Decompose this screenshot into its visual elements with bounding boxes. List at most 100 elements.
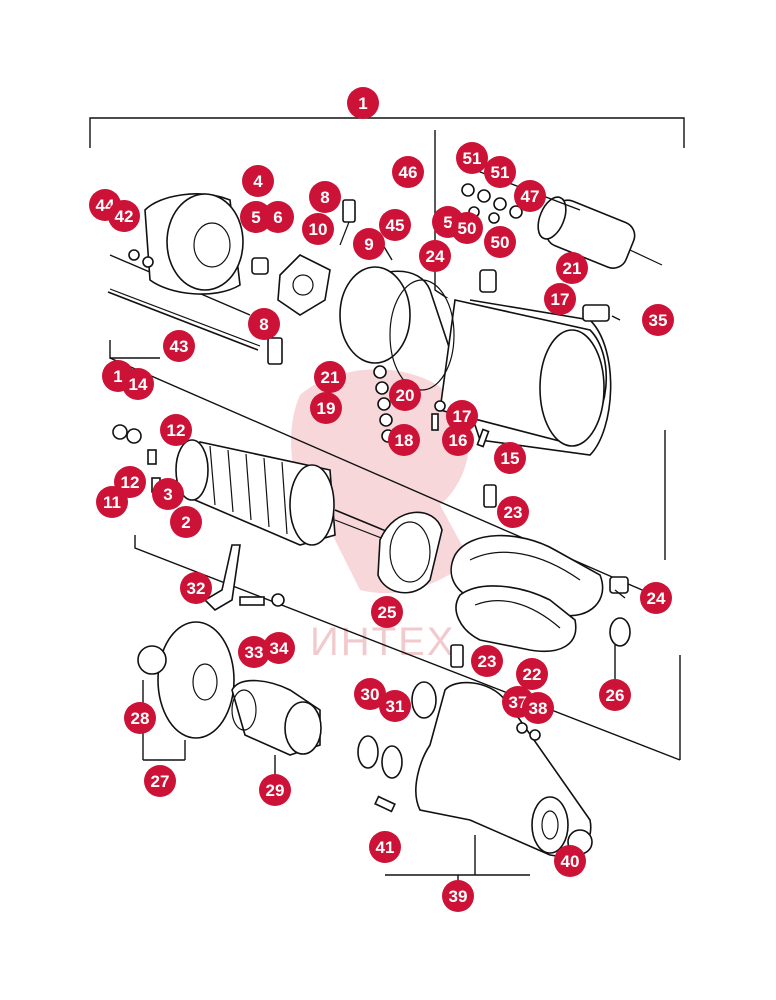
- callout-badge: [122, 368, 154, 400]
- callout-number: 26: [606, 686, 625, 705]
- callout-51: 51: [484, 156, 516, 188]
- pole-shoe-ring: [377, 511, 443, 594]
- callout-number: 1: [358, 94, 367, 113]
- callout-badge: [263, 632, 295, 664]
- callout-35: 35: [642, 304, 674, 336]
- callout-badge: [642, 304, 674, 336]
- callout-number: 29: [266, 781, 285, 800]
- callout-40: 40: [554, 845, 586, 877]
- callout-41: 41: [369, 831, 401, 863]
- callout-badge: [160, 414, 192, 446]
- callout-badge: [248, 308, 280, 340]
- callout-38: 38: [522, 692, 554, 724]
- callout-20: 20: [389, 379, 421, 411]
- callout-badge: [310, 392, 342, 424]
- callout-badge: [442, 424, 474, 456]
- callout-number: 30: [361, 685, 380, 704]
- callout-number: 22: [523, 665, 542, 684]
- callout-badge: [522, 692, 554, 724]
- callout-number: 45: [386, 216, 405, 235]
- callout-number: 50: [458, 219, 477, 238]
- callout-badge: [309, 181, 341, 213]
- pinion-drive: [231, 679, 322, 756]
- callout-number: 8: [259, 315, 268, 334]
- callout-number: 28: [131, 709, 150, 728]
- callout-badge: [242, 165, 274, 197]
- callout-badge: [302, 213, 334, 245]
- callout-badge: [456, 142, 488, 174]
- callout-17: 17: [544, 283, 576, 315]
- through-bolt: [107, 288, 283, 365]
- callout-50: 50: [484, 226, 516, 258]
- callout-badge: [347, 87, 379, 119]
- brush-plate: [277, 199, 356, 316]
- callout-badge: [314, 361, 346, 393]
- callout-24: 24: [419, 240, 451, 272]
- callout-number: 31: [386, 697, 405, 716]
- callout-number: 12: [121, 473, 140, 492]
- callout-1: 1: [347, 87, 379, 119]
- callout-24: 24: [640, 582, 672, 614]
- field-coils: [450, 484, 631, 668]
- callout-badge: [259, 774, 291, 806]
- callout-badge: [96, 486, 128, 518]
- callout-badge: [369, 831, 401, 863]
- callout-badge: [494, 442, 526, 474]
- watermark-text: ИНТЕХ: [310, 620, 455, 664]
- callout-9: 9: [353, 228, 385, 260]
- callout-22: 22: [516, 658, 548, 690]
- callout-5: 5: [240, 201, 272, 233]
- callout-number: 11: [103, 493, 121, 512]
- callout-number: 3: [163, 485, 172, 504]
- callout-badge: [484, 226, 516, 258]
- retaining-rings: [357, 681, 437, 779]
- callout-number: 2: [181, 513, 190, 532]
- callout-19: 19: [310, 392, 342, 424]
- callout-number: 17: [551, 290, 570, 309]
- callout-badge: [388, 424, 420, 456]
- callout-badge: [556, 252, 588, 284]
- nose-housing: [374, 681, 593, 857]
- callout-number: 17: [453, 407, 472, 426]
- callout-4: 4: [242, 165, 274, 197]
- callout-47: 47: [514, 180, 546, 212]
- callout-51: 51: [456, 142, 488, 174]
- callout-21: 21: [314, 361, 346, 393]
- callout-number: 51: [491, 163, 510, 182]
- callout-badge: [392, 156, 424, 188]
- callout-number: 32: [187, 579, 206, 598]
- armature: [175, 439, 421, 554]
- callout-number: 39: [449, 887, 468, 906]
- callout-number: 51: [463, 149, 482, 168]
- callout-number: 41: [376, 838, 395, 857]
- drive-lever: [203, 544, 285, 612]
- callout-number: 14: [129, 375, 148, 394]
- callout-43: 43: [163, 330, 195, 362]
- field-frame: [339, 266, 612, 456]
- callout-number: 5: [443, 213, 452, 232]
- callout-number: 27: [151, 772, 170, 791]
- callout-badge: [262, 201, 294, 233]
- callout-14: 14: [122, 368, 154, 400]
- callout-42: 42: [108, 200, 140, 232]
- callout-number: 15: [501, 449, 520, 468]
- callout-33: 33: [238, 636, 270, 668]
- callout-badge: [389, 379, 421, 411]
- callout-39: 39: [442, 880, 474, 912]
- callout-badge: [238, 636, 270, 668]
- callout-badge: [180, 572, 212, 604]
- callout-badge: [353, 228, 385, 260]
- callout-badge: [163, 330, 195, 362]
- callout-badge: [471, 645, 503, 677]
- callout-number: 18: [395, 431, 414, 450]
- callout-number: 33: [245, 643, 264, 662]
- callout-number: 8: [320, 188, 329, 207]
- callout-50: 50: [451, 212, 483, 244]
- callout-12: 12: [160, 414, 192, 446]
- callout-21: 21: [556, 252, 588, 284]
- callout-badge: [152, 478, 184, 510]
- solenoid: [479, 196, 663, 322]
- callout-23: 23: [471, 645, 503, 677]
